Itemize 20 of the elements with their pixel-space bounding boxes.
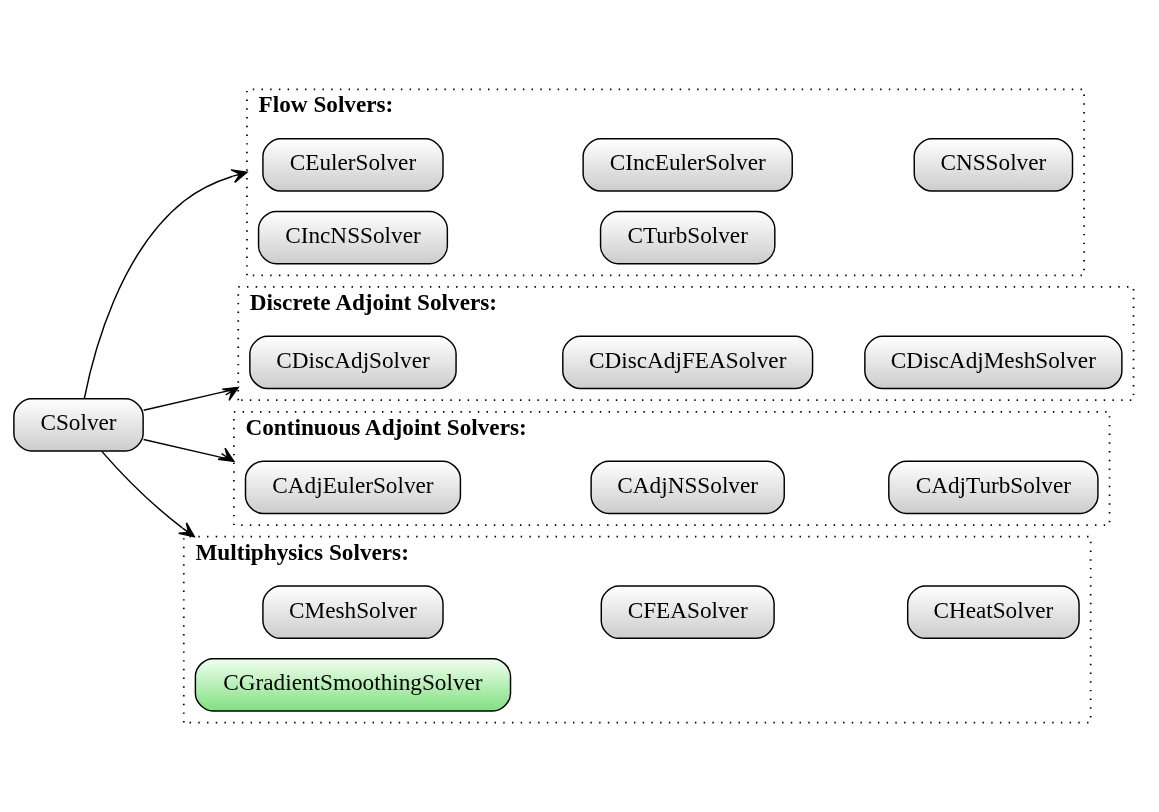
node-box: CHeatSolver bbox=[906, 585, 1080, 640]
node-box: CDiscAdjMeshSolver bbox=[864, 335, 1123, 390]
node-box: CIncNSSolver bbox=[257, 210, 449, 265]
arrow bbox=[142, 438, 235, 463]
node-box: CAdjTurbSolver bbox=[888, 460, 1099, 515]
node-box: CGradientSmoothingSolver bbox=[194, 657, 512, 712]
node-box: CDiscAdjSolver bbox=[249, 335, 457, 390]
node-box: CDiscAdjFEASolver bbox=[562, 335, 814, 390]
node-box: CIncEulerSolver bbox=[582, 138, 793, 192]
arrow bbox=[83, 169, 248, 400]
arrow bbox=[101, 450, 195, 538]
node-box: CTurbSolver bbox=[599, 210, 776, 265]
arrow bbox=[142, 386, 239, 411]
node-box: CSolver bbox=[13, 398, 144, 452]
node-box: CAdjEulerSolver bbox=[244, 460, 462, 515]
node-box: CAdjNSSolver bbox=[590, 460, 785, 515]
node-box: CFEASolver bbox=[600, 585, 775, 640]
node-box: CMeshSolver bbox=[262, 585, 444, 640]
node-box: CNSSolver bbox=[913, 138, 1074, 192]
node-box: CEulerSolver bbox=[262, 138, 444, 192]
